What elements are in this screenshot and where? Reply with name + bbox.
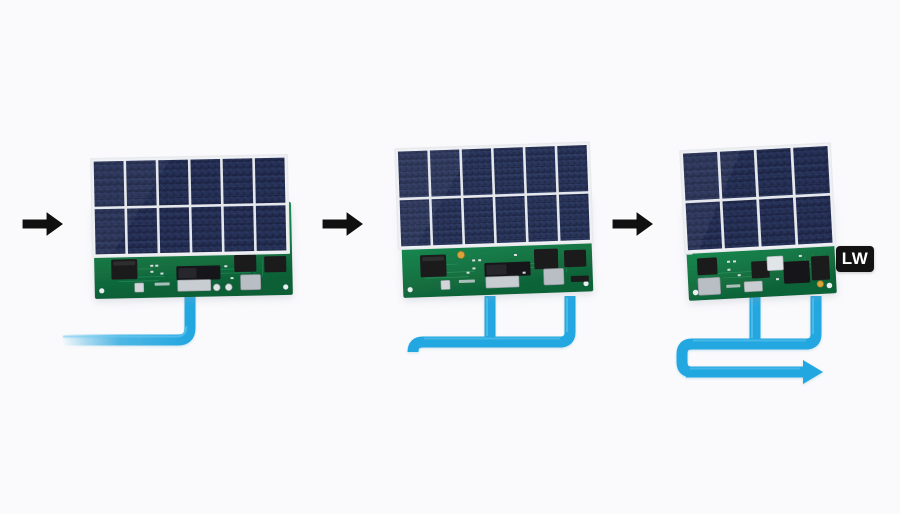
board-3-hole-br bbox=[826, 282, 833, 289]
board-2-ic-c bbox=[563, 249, 587, 268]
arrow-step-2 bbox=[321, 210, 365, 238]
board-2-header-pins bbox=[570, 275, 589, 283]
board-1-sma-a bbox=[212, 283, 221, 292]
cable-board-1-highlight bbox=[62, 325, 188, 338]
board-1-ic-power-top bbox=[113, 261, 136, 266]
solar-board-3 bbox=[679, 142, 837, 301]
cable-board-1-main bbox=[62, 292, 196, 346]
board-2-hole-br bbox=[583, 280, 589, 287]
board-1-panel-grid bbox=[93, 157, 287, 255]
board-3-smd-parts bbox=[726, 254, 802, 281]
lw-badge: LW bbox=[836, 246, 874, 272]
cable-group-board-2 bbox=[407, 296, 576, 412]
board-1-sma-b bbox=[224, 283, 233, 291]
board-3-sma-gold bbox=[816, 280, 824, 288]
board-2-panel-inner-border bbox=[395, 142, 593, 249]
board-2-panel-sheen bbox=[396, 147, 473, 248]
solar-board-1 bbox=[90, 153, 293, 299]
solar-board-2 bbox=[394, 141, 594, 298]
arrow-step-3 bbox=[611, 210, 655, 238]
board-3-usb-connector bbox=[743, 280, 763, 293]
arrow-step-1-glyph bbox=[21, 210, 65, 238]
board-3-panel-inner-border bbox=[680, 143, 835, 253]
board-3-solar-panel bbox=[679, 142, 837, 254]
board-2-solar-panel bbox=[394, 141, 594, 251]
arrow-step-2-glyph bbox=[321, 210, 365, 238]
board-2-rj45-jack bbox=[543, 268, 565, 286]
board-2-usb-connector bbox=[485, 275, 520, 289]
board-3-module-main bbox=[783, 260, 811, 284]
arrow-step-1 bbox=[21, 210, 65, 238]
board-1-panel-sheen bbox=[92, 158, 171, 256]
arrow-step-3-glyph bbox=[611, 210, 655, 238]
board-3-ic-radio bbox=[810, 255, 831, 281]
board-2-micro-usb bbox=[440, 280, 451, 290]
board-2-silkscreen bbox=[458, 279, 475, 283]
board-3-ic-power bbox=[696, 257, 718, 276]
board-1-module-chip bbox=[178, 267, 197, 279]
board-2-ic-b bbox=[533, 248, 559, 270]
board-1-hole-br bbox=[283, 284, 289, 290]
board-1-panel-inner-border bbox=[91, 155, 289, 257]
cable-board-3-arrowhead bbox=[803, 360, 823, 384]
board-1-silkscreen bbox=[154, 282, 170, 286]
board-3-rj45-jack bbox=[697, 276, 721, 296]
board-1-rj45-jack bbox=[240, 274, 262, 291]
board-3-hole-bl bbox=[692, 289, 699, 296]
board-1-solar-panel bbox=[90, 153, 291, 258]
board-1-ic-c bbox=[264, 255, 287, 273]
board-2-panel-grid bbox=[398, 144, 590, 247]
board-2-hole-bl bbox=[407, 287, 413, 293]
board-2-smd-parts bbox=[466, 253, 526, 274]
board-3-ic-mcu bbox=[751, 260, 770, 279]
board-1-smd-parts bbox=[150, 264, 234, 280]
board-3-silkscreen bbox=[726, 284, 741, 288]
board-2-ic-power-top bbox=[422, 256, 445, 262]
board-2-module-chip bbox=[486, 264, 507, 275]
cable-group-board-3 bbox=[676, 296, 823, 384]
board-3-panel-grid bbox=[684, 146, 832, 250]
board-1-usb-connector bbox=[177, 279, 212, 292]
board-1-micro-usb bbox=[134, 282, 145, 293]
board-3-shield-can bbox=[766, 255, 784, 272]
board-3-panel-sheen bbox=[681, 149, 742, 252]
board-1-hole-bl bbox=[99, 288, 105, 294]
board-1-ic-b bbox=[234, 254, 257, 273]
cable-group-board-1 bbox=[62, 292, 196, 346]
board-2-coin-cell bbox=[457, 250, 465, 259]
